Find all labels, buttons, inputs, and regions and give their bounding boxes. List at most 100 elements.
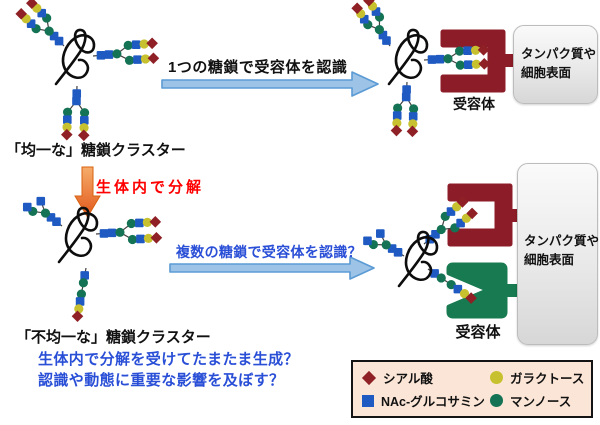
glycan-node-gal [143,233,154,243]
glycan-node-man [393,103,403,113]
glycan-node-sq [63,115,72,124]
glycan-node-sia [363,0,375,7]
glycan-node-sia [147,52,160,65]
target-box-top: タンパク質や 細胞表面 [513,25,598,104]
target-box-bottom-line1: タンパク質や [524,234,600,248]
legend-item-mannose: マンノース [490,391,587,410]
glycan-node-sq [72,89,82,98]
caption-bottom-arrow: 複数の糖鎖で受容体を認識？ [176,244,362,260]
glycan-node-man [381,240,391,250]
arrow-down-degradation [74,166,101,218]
glycan-node-gal [452,202,462,212]
glycan-node-gal [74,304,84,314]
receptor-bottom-maroon [447,183,519,247]
glycan-node-gal [79,123,89,133]
glycan-node-gal [140,54,151,64]
glycan-node-sq [376,229,385,238]
target-box-bottom: タンパク質や 細胞表面 [517,163,600,345]
glycan-node-sq [363,236,372,246]
glycan-node-sq [80,115,89,125]
glycan-node-sq [464,60,473,69]
legend-item-sialic-acid: シアル酸 [361,368,490,387]
glycan-node-sia [390,124,403,137]
glycan-node-sia [15,8,28,20]
glycan-node-man [62,107,73,117]
glycan-node-man [123,40,133,50]
legend-item-galactose: ガラクトース [490,368,587,387]
label-heterogeneous-cluster: 「不均一な」糖鎖クラスター [16,329,211,346]
glycan-node-gal [392,118,402,128]
glycan-node-man [443,54,453,64]
glycan-node-gal [471,59,481,69]
glycan-node-man [40,208,51,218]
glycan-node-sia [478,58,491,70]
glycan-node-sq [107,228,117,238]
caption-top-arrow: 1つの糖鎖で受容体を認識 [168,59,348,76]
glycan-node-gal [139,39,149,49]
glycan-node-sq [402,85,411,94]
glycan-node-man [436,224,446,235]
glycan-node-man [78,278,88,288]
glycan-node-sia [406,125,419,138]
glycan-node-man [409,104,419,114]
glycan-node-sq [72,96,81,106]
glycan-node-sq [401,92,411,102]
glycan-node-man [44,26,54,36]
legend-item-glcnac: NAc-グルコサミン [362,391,490,410]
glycan-node-sq [136,234,145,244]
legend-label-galactose: ガラクトース [510,372,585,386]
glycan-node-gal [408,119,418,129]
glycan-node-man [76,289,86,299]
glycan-node-sq [392,111,402,120]
glycan-cluster-bottom-right [363,196,478,304]
arrow-right-bottom [169,256,375,280]
label-receptor-bottom: 受容体 [455,324,501,341]
glycan-node-man [115,227,125,237]
legend-box: シアル酸 ガラクトース NAc-グルコサミン マンノース [351,360,593,418]
glycan-node-sia [465,292,477,304]
glycan-node-gal [459,289,470,299]
mannose-icon [490,394,503,407]
glycan-node-sq [75,297,85,306]
protein-scribble-bottom-right [397,230,439,288]
glycan-node-man [455,60,465,70]
glycan-node-man [127,234,138,245]
receptor-bottom-green [446,262,519,319]
glycan-node-sq [435,54,445,64]
glycan-node-gal [142,217,152,227]
legend-label-glcnac: NAc-グルコサミン [381,395,485,409]
glycan-node-sq [22,202,32,212]
legend-label-sialic-acid: シアル酸 [383,372,433,386]
glycan-node-sia [60,128,73,141]
glycan-node-sia [71,310,84,323]
label-uniform-cluster: 「均一な」糖鎖クラスター [6,142,186,159]
question-line1: 生体内で分解を受けてたまたま生成？ [38,351,299,368]
glycan-node-gal [470,45,481,55]
sialic-acid-icon [361,370,377,385]
protein-scribble-top-left [54,28,96,86]
glycan-node-sq [80,271,89,280]
question-line2: 認識や動態に重要な影響を及ぼす？ [38,372,285,389]
glycan-node-sq [408,112,418,121]
glycan-node-sia [351,2,363,15]
glycan-node-sq [96,51,106,60]
arrow-right-top [161,71,379,97]
glycan-cluster-top-right [351,0,491,138]
glycan-node-sq [135,218,144,228]
target-box-top-line1: タンパク質や [521,47,597,61]
protein-scribble-bottom-left [57,206,99,264]
label-degradation: 生体内で分解 [96,179,205,196]
glcnac-icon [362,394,374,407]
glycan-node-sq [104,50,114,59]
glycan-node-gal [62,122,72,132]
glycan-node-man [454,46,465,56]
receptor-top-maroon [440,29,517,93]
glycan-node-sia [77,129,90,142]
glycan-node-man [124,55,135,65]
glycan-node-sq [453,284,463,294]
glycan-node-man [126,218,136,229]
glycan-node-man [374,25,384,35]
glycan-node-man [446,280,456,290]
